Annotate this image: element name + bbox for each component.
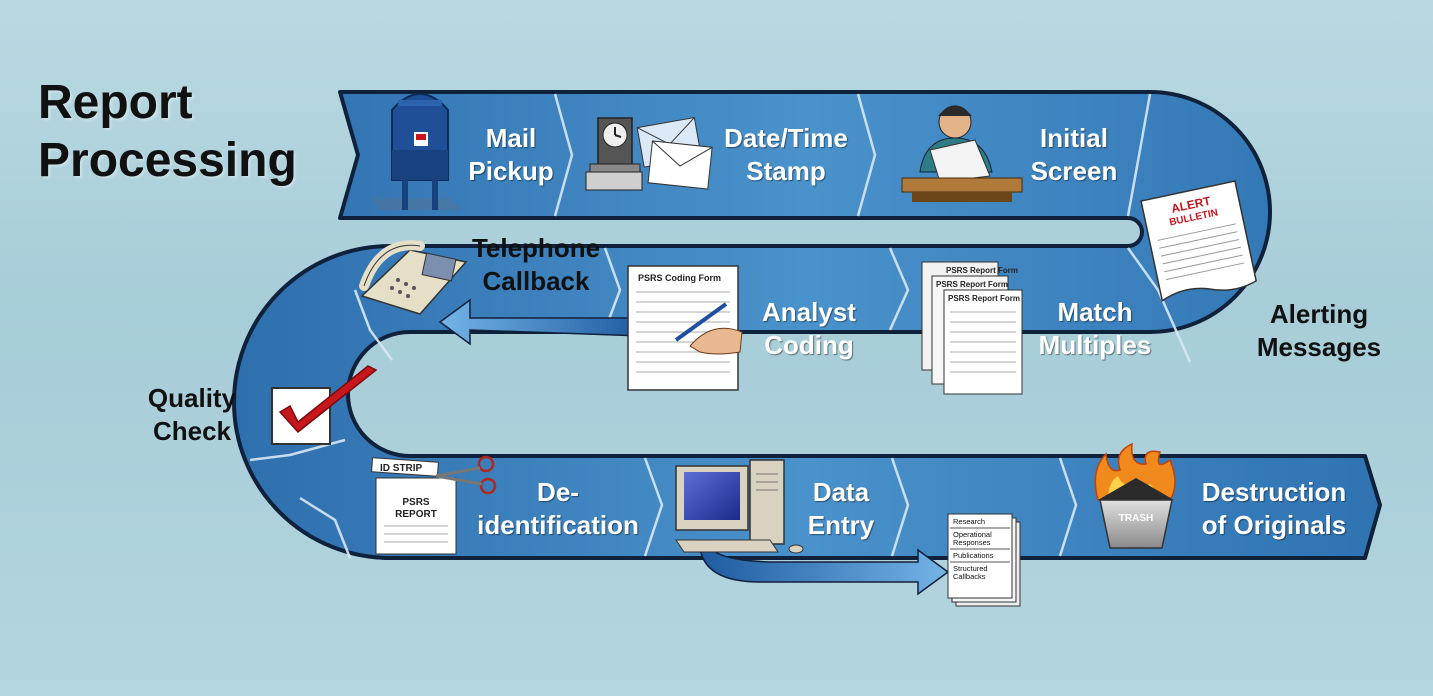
svg-text:PSRS Report Form: PSRS Report Form bbox=[948, 294, 1020, 303]
title-line-1: Report bbox=[38, 76, 193, 129]
svg-text:PSRS Coding Form: PSRS Coding Form bbox=[638, 273, 721, 283]
telephone-icon bbox=[359, 240, 468, 315]
svg-text:Responses: Responses bbox=[953, 538, 991, 547]
title-line-2: Processing bbox=[38, 134, 297, 187]
reader-icon bbox=[901, 105, 1023, 202]
svg-text:PSRS Report Form: PSRS Report Form bbox=[946, 266, 1018, 275]
svg-text:Publications: Publications bbox=[953, 551, 994, 560]
id-strip-icon: ID STRIP PSRS REPORT bbox=[371, 455, 497, 555]
mailbox-icon bbox=[372, 93, 462, 210]
svg-text:PSRS: PSRS bbox=[402, 497, 430, 508]
process-band bbox=[232, 90, 1382, 560]
output-arrow bbox=[699, 547, 950, 596]
step-deidentification: De-identification bbox=[477, 477, 639, 540]
page-title: Report Processing bbox=[38, 74, 297, 190]
trash-fire-icon: TRASH bbox=[1094, 442, 1176, 549]
coding-form-icon: PSRS Coding Form bbox=[627, 265, 743, 391]
checkbox-icon bbox=[271, 365, 378, 445]
segment-dividers bbox=[249, 93, 1192, 559]
envelopes-icon bbox=[636, 117, 713, 190]
computer-icon bbox=[675, 459, 804, 554]
svg-text:ID STRIP: ID STRIP bbox=[380, 463, 423, 474]
svg-text:TRASH: TRASH bbox=[1119, 513, 1153, 524]
time-clock-icon bbox=[585, 117, 643, 191]
svg-text:PSRS Report Form: PSRS Report Form bbox=[936, 280, 1008, 289]
callback-arrow bbox=[438, 298, 646, 346]
svg-text:Research: Research bbox=[953, 517, 985, 526]
alert-bulletin-icon: ALERT BULLETIN bbox=[1140, 180, 1258, 303]
report-forms-icon: PSRS Report Form PSRS Report Form PSRS R… bbox=[921, 261, 1023, 395]
svg-text:Callbacks: Callbacks bbox=[953, 572, 986, 581]
output-documents-icon: Research Operational Responses Publicati… bbox=[947, 513, 1021, 607]
svg-text:Structured: Structured bbox=[953, 564, 988, 573]
svg-text:REPORT: REPORT bbox=[395, 509, 437, 520]
svg-text:Operational: Operational bbox=[953, 530, 992, 539]
